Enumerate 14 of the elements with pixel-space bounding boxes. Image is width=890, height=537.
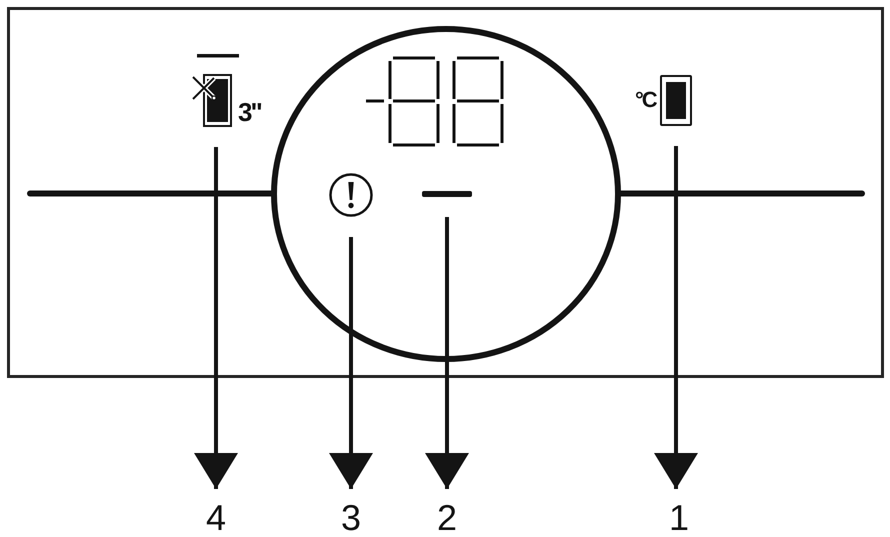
crossed-rectangle-icon <box>192 52 240 127</box>
unit-label: °C <box>635 89 656 111</box>
icon-caption: 3" <box>238 99 261 125</box>
callout-number: 1 <box>667 500 691 536</box>
filled-rectangle-icon <box>660 75 692 126</box>
warning-icon <box>329 173 373 217</box>
arrow <box>329 237 373 489</box>
callout-number: 3 <box>339 500 363 536</box>
arrow <box>194 147 238 489</box>
arrow <box>654 146 698 489</box>
callout-number: 2 <box>435 500 459 536</box>
dash-bar <box>422 191 472 197</box>
callout-number: 4 <box>204 500 228 536</box>
arrow <box>425 217 469 489</box>
